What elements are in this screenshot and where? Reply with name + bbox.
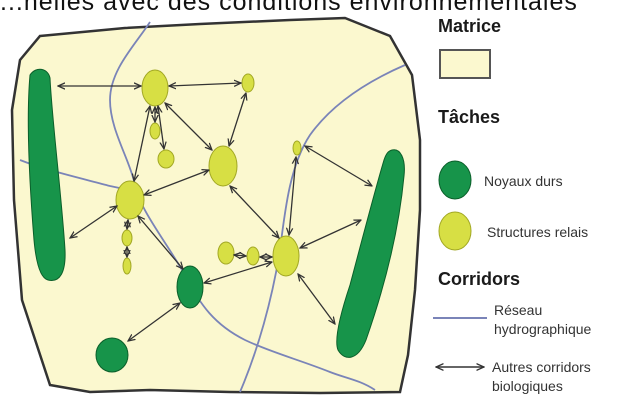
corridor-arrow bbox=[204, 262, 272, 283]
relais-top-center bbox=[141, 69, 169, 107]
corridor-arrow bbox=[169, 83, 241, 86]
corridor-arrow bbox=[298, 274, 335, 324]
cropped-caption-text: ...nelles avec des conditions environnem… bbox=[0, 0, 578, 16]
legend-matrice-swatch bbox=[439, 49, 491, 79]
relais-small-1 bbox=[149, 122, 161, 140]
relais-right-center bbox=[272, 235, 300, 277]
corridor-arrow bbox=[138, 216, 183, 269]
legend-swatches bbox=[433, 160, 487, 367]
legend-noyaux-durs-label: Noyaux durs bbox=[484, 173, 563, 189]
relais-small-6 bbox=[246, 246, 260, 266]
noyau-dur-center bbox=[176, 265, 204, 309]
corridor-arrow bbox=[134, 106, 150, 181]
corridor-arrow bbox=[234, 255, 246, 256]
relais-small-4 bbox=[122, 257, 132, 275]
corridor-arrow bbox=[128, 303, 180, 341]
legend-taches-heading: Tâches bbox=[438, 107, 501, 127]
corridor-arrow bbox=[229, 93, 246, 146]
relais-small-3 bbox=[121, 229, 133, 247]
relais-tiny-right bbox=[292, 140, 302, 156]
corridor-arrow bbox=[289, 157, 296, 235]
legend-matrice-heading: Matrice bbox=[438, 16, 502, 36]
noyau-dur-right bbox=[336, 149, 405, 358]
legend-reseau-label-line2: hydrographique bbox=[494, 321, 592, 337]
corridor-arrow bbox=[165, 103, 212, 150]
legend-autres-corridors-label-line1: Autres corridors bbox=[492, 359, 591, 375]
corridor-arrow bbox=[305, 146, 372, 186]
corridor-arrow bbox=[144, 170, 209, 195]
corridor-arrow bbox=[127, 220, 128, 229]
corridor-arrows bbox=[58, 83, 372, 341]
noyaux-durs bbox=[27, 68, 405, 373]
corridor-arrow bbox=[70, 206, 117, 238]
corridor-arrow bbox=[300, 220, 361, 248]
legend-autres-corridors-label-line2: biologiques bbox=[492, 378, 563, 394]
relais-top-right bbox=[241, 73, 255, 93]
legend-reseau-label-line1: Réseau bbox=[494, 302, 543, 318]
relais-left bbox=[115, 180, 145, 220]
corridor-arrow bbox=[158, 106, 164, 149]
legend-noyaux-durs-swatch bbox=[438, 160, 472, 200]
legend-corridors-heading: Corridors bbox=[438, 269, 521, 289]
legend-structures-relais-label: Structures relais bbox=[487, 224, 589, 240]
noyau-dur-bottom bbox=[95, 337, 129, 373]
relais-center bbox=[208, 145, 238, 187]
relais-small-2 bbox=[157, 149, 175, 169]
legend-structures-relais-swatch bbox=[438, 211, 472, 251]
noyau-dur-left bbox=[27, 68, 66, 281]
corridor-arrow bbox=[230, 186, 279, 238]
relais-small-5 bbox=[217, 241, 235, 265]
